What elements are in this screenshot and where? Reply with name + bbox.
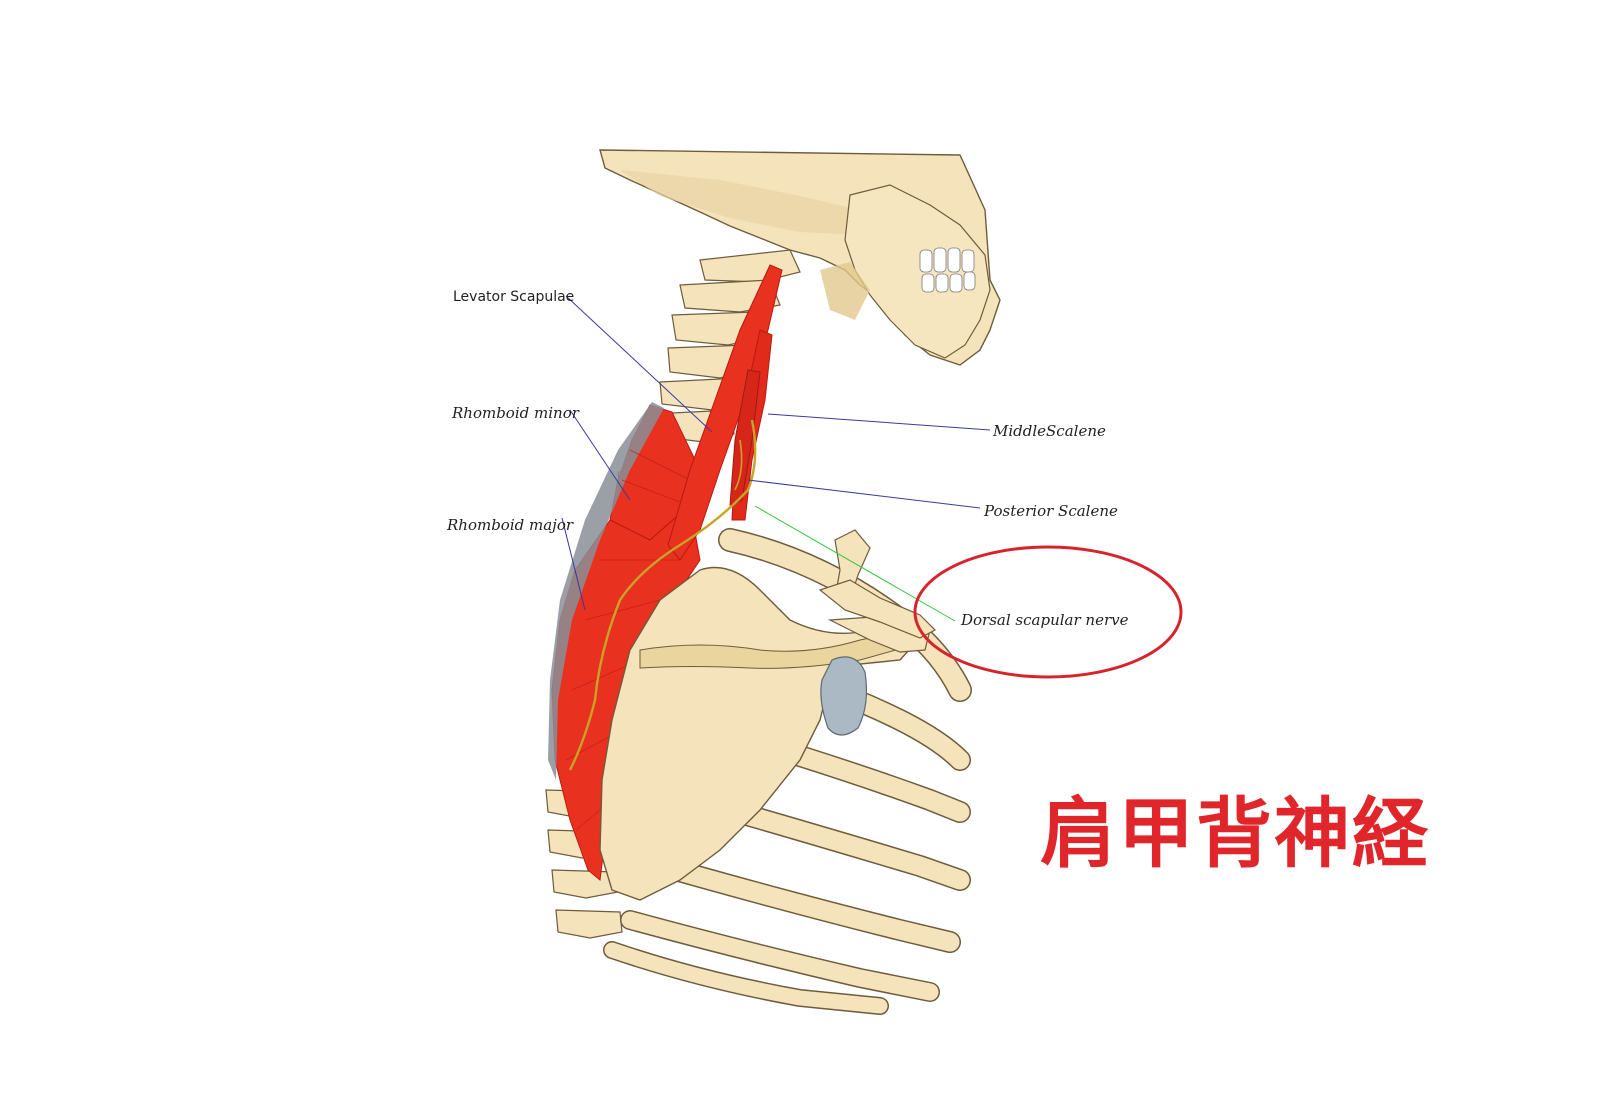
scapula bbox=[599, 529, 936, 901]
title-japanese: 肩甲背神経 bbox=[1040, 789, 1430, 878]
rib bbox=[604, 942, 888, 1014]
label-rhomboid-major: Rhomboid major bbox=[446, 516, 574, 534]
label-dorsal-scapular-nerve: Dorsal scapular nerve bbox=[960, 611, 1129, 629]
label-rhomboid-minor: Rhomboid minor bbox=[451, 404, 580, 422]
teeth bbox=[919, 247, 976, 293]
tooth bbox=[949, 273, 963, 293]
fiber bbox=[584, 599, 661, 621]
fiber bbox=[621, 479, 689, 506]
label-posterior-scalene: Posterior Scalene bbox=[983, 502, 1118, 520]
glenoid-cartilage bbox=[820, 656, 868, 736]
leader-posterior-scalene bbox=[747, 479, 981, 509]
skull bbox=[599, 149, 1001, 366]
highlight-circle bbox=[913, 545, 1183, 679]
tooth bbox=[921, 273, 935, 293]
vertebra bbox=[555, 909, 623, 939]
leader-lines bbox=[561, 295, 991, 622]
muscle-fibers bbox=[565, 449, 691, 831]
vertebra bbox=[699, 249, 801, 283]
nerve-branch bbox=[734, 439, 743, 491]
leader-levator-scapulae bbox=[565, 295, 713, 433]
leader-middle-scalene bbox=[767, 413, 991, 431]
rhomboid-grey-edge bbox=[548, 402, 664, 780]
ribs bbox=[603, 528, 972, 1015]
tooth bbox=[961, 249, 975, 273]
leader-rhomboid-major bbox=[561, 517, 586, 611]
posterior-scalene-muscle bbox=[729, 369, 761, 506]
vertebra bbox=[551, 869, 619, 899]
rib bbox=[621, 911, 939, 1001]
labels: Levator Scapulae Rhomboid minor Rhomboid… bbox=[446, 289, 1129, 629]
tooth bbox=[963, 271, 976, 291]
clavicle bbox=[818, 579, 936, 639]
tooth bbox=[947, 247, 961, 273]
leader-dorsal-scapular-nerve bbox=[754, 505, 956, 622]
dorsal-scapular-nerve bbox=[568, 419, 757, 771]
fiber bbox=[629, 449, 691, 481]
tooth bbox=[919, 249, 933, 273]
skull-shadow bbox=[620, 170, 860, 235]
tooth bbox=[933, 247, 947, 273]
tooth bbox=[935, 273, 949, 293]
mastoid-shadow bbox=[820, 262, 870, 320]
levator-scapulae-muscle bbox=[667, 264, 783, 561]
label-levator-scapulae: Levator Scapulae bbox=[453, 289, 574, 305]
leader-rhomboid-minor bbox=[569, 409, 631, 501]
label-middle-scalene: MiddleScalene bbox=[992, 422, 1106, 440]
